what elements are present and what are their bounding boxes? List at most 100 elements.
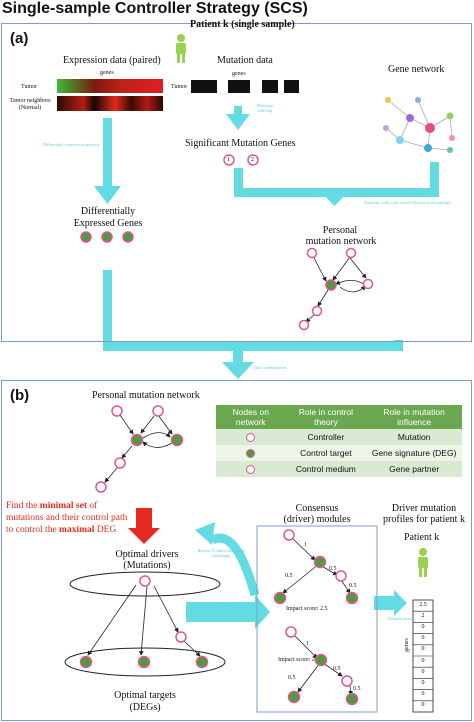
patient-k-label: Patient k — [404, 532, 440, 543]
personal-network-a-hub — [325, 279, 337, 291]
significant-mutation-nodes — [223, 154, 259, 166]
panel-b-border — [1, 380, 472, 721]
patient-figure — [176, 34, 186, 63]
legend-row: Control medium Gene partner — [216, 461, 462, 477]
mutation-bar — [191, 80, 299, 93]
optimal-drivers-title: Optimal drivers — [115, 549, 179, 560]
optimal-target-nodes — [79, 655, 209, 669]
diff-expr-note: Differential expression analysis — [42, 142, 100, 147]
genes-axis-label: genes — [403, 638, 410, 652]
patient-k-figure — [418, 548, 428, 577]
mutation-filtering-note: Mutation filtering — [256, 103, 274, 113]
legend-role: Control medium — [285, 461, 367, 477]
consensus-subtitle: (driver) modules — [283, 514, 351, 525]
legend-influence: Gene signature (DEG) — [366, 445, 462, 461]
profile-value: 0 — [421, 702, 425, 709]
module-2 — [293, 634, 353, 696]
flow-arrows-a — [94, 106, 439, 379]
edge-weight: 0.5 — [288, 675, 296, 681]
deg-title-1: Differentially — [80, 206, 136, 217]
profile-value: 2 — [421, 612, 425, 619]
impact-score-1: Impact score: 2.5 — [286, 606, 328, 612]
page-title: Single-sample Controller Strategy (SCS) — [2, 0, 308, 17]
pmn-title-2: mutation network — [305, 236, 377, 247]
drivers-tree — [87, 584, 201, 657]
network-title: Gene network — [388, 64, 445, 75]
legend-row: Controller Mutation — [216, 429, 462, 445]
control-medium-node-icon — [246, 465, 256, 475]
find-minimal-text: Find the minimal set of mutations and th… — [6, 501, 128, 535]
profiles-subtitle: profiles for patient k — [383, 514, 465, 525]
profile-value: 0 — [421, 646, 425, 653]
legend-header: Role in control theory — [285, 405, 367, 429]
profile-value: 0 — [421, 657, 425, 664]
mutation-tumor-label: Tumor — [171, 84, 188, 90]
legend-influence: Mutation — [366, 429, 462, 445]
pmn-title-1: Personal — [322, 225, 358, 236]
drivers-ellipse — [69, 571, 221, 597]
module-mutation-nodes — [283, 529, 353, 687]
node-label: 1 — [227, 157, 230, 163]
optimal-drivers-subtitle: (Mutations) — [123, 560, 171, 571]
patient-label: Patient k (single sample) — [190, 19, 295, 30]
tumor-label: Tumor — [21, 84, 38, 90]
consensus-box — [256, 525, 378, 713]
resampling-note: Repeat N times (bootstrap sampling) — [197, 548, 245, 558]
flow-arrows-b — [186, 522, 407, 629]
edge-weight: 0.5 — [333, 666, 341, 672]
profile-value: 0 — [421, 635, 425, 642]
profile-value: 0 — [421, 680, 425, 686]
legend-header: Role in mutation influence — [366, 405, 462, 429]
legend-role: Controller — [285, 429, 367, 445]
panel-a-border — [1, 23, 472, 342]
red-down-arrow — [128, 508, 160, 544]
gene-network — [383, 97, 455, 153]
panel-b-label: (b) — [10, 387, 30, 404]
edge-weight: 0.5 — [285, 573, 293, 579]
optimal-targets-title: Optimal targets — [114, 690, 176, 701]
personal-network-b — [104, 414, 173, 483]
legend-influence: Gene partner — [366, 461, 462, 477]
expression-genes-label: genes — [100, 70, 114, 76]
personal-network-b-targets — [130, 433, 184, 447]
module-1 — [282, 537, 351, 594]
consensus-title: Consensus — [295, 503, 339, 514]
optimal-driver-nodes — [139, 575, 187, 643]
normal-heatmap — [57, 96, 163, 111]
edge-weight: 0.5 — [329, 566, 337, 572]
expression-title: Expression data (paired) — [63, 55, 161, 66]
random-walk-note: Random walk with restart (Network smooth… — [364, 200, 451, 205]
targets-ellipse — [64, 647, 226, 677]
deg-nodes — [80, 231, 134, 243]
pmn-b-title: Personal mutation network — [92, 390, 200, 401]
legend-role: Control target — [285, 445, 367, 461]
profile-value: 0 — [421, 624, 425, 630]
deg-title-2: Expressed Genes — [73, 218, 143, 229]
profile-value: 2.5 — [419, 601, 427, 608]
mutation-genes-label: genes — [232, 71, 246, 77]
mutation-title: Mutation data — [217, 55, 273, 66]
resample-note: Re-sample — [213, 603, 233, 608]
legend-table: Nodes on network Role in control theory … — [216, 405, 462, 477]
edge-weight: 1 — [304, 542, 307, 548]
optimal-targets-subtitle: (DEGs) — [129, 702, 161, 713]
controller-node-icon — [246, 433, 256, 443]
significant-genes-title: Significant Mutation Genes — [185, 138, 296, 149]
panel-a-label: (a) — [10, 30, 29, 47]
edge-weight: 1 — [306, 641, 309, 647]
data-combination-note: Data combination — [253, 365, 287, 370]
profile-value: 0 — [421, 691, 425, 698]
normal-label: Tumor neighbors (Normal) — [9, 98, 51, 111]
legend-header: Nodes on network — [216, 405, 286, 429]
edge-weight: 0.5 — [349, 583, 357, 589]
personal-network-a-nodes — [298, 247, 374, 331]
edge-weight: 0.5 — [353, 686, 361, 692]
tumor-heatmap — [57, 79, 163, 93]
profile-value: 0 — [421, 668, 425, 675]
module-target-nodes — [273, 555, 359, 706]
impact-score-2: Impact score: 2 — [278, 657, 315, 663]
personal-network-b-nodes — [95, 405, 164, 493]
profiles-title: Driver mutation — [391, 503, 457, 514]
